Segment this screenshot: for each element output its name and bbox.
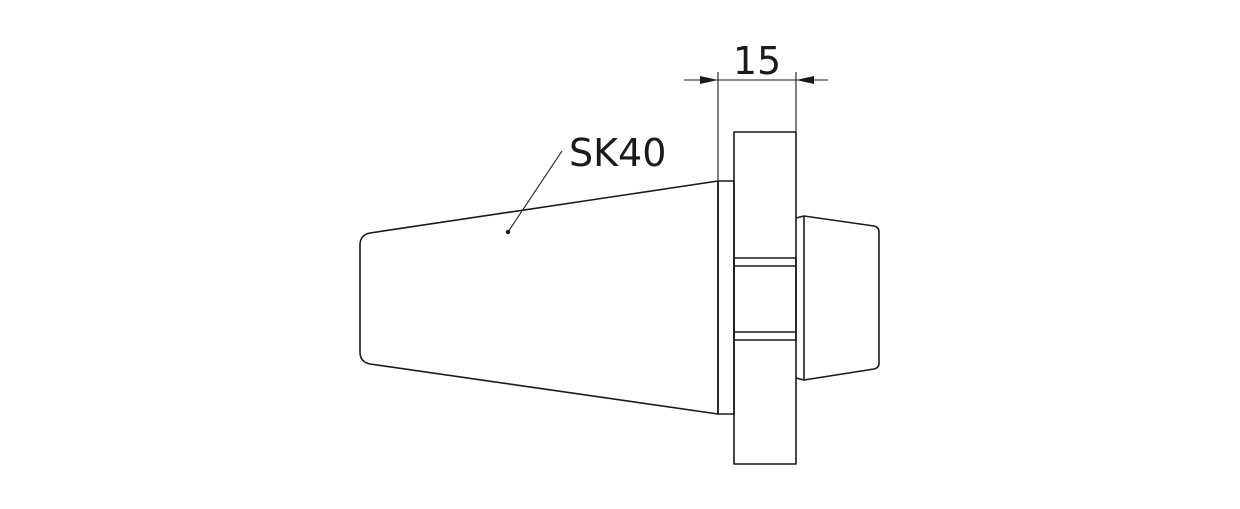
callout-label: SK40: [569, 131, 666, 175]
flange: [733, 131, 797, 465]
flange-drive-slot: [733, 257, 797, 341]
callout-leader: [507, 150, 563, 233]
dimension-arrow-left: [700, 76, 718, 84]
taper-cone: [359, 180, 719, 415]
callout-leader-dot: [505, 229, 511, 235]
dimension-arrow-right: [796, 76, 814, 84]
dimension-value: 15: [733, 39, 781, 83]
front-nose: [795, 215, 880, 381]
